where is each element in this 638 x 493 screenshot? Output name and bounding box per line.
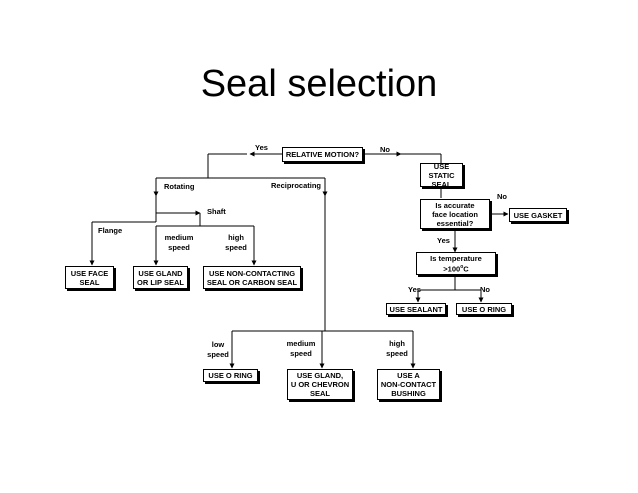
temperature-degree: o xyxy=(460,263,464,270)
high-speed-reciprocating-label: high speed xyxy=(386,339,408,358)
non-contacting-seal-box: USE NON-CONTACTING SEAL OR CARBON SEAL xyxy=(203,266,301,289)
low-speed-label: low speed xyxy=(207,340,229,359)
rotating-label: Rotating xyxy=(164,182,195,191)
high-speed-rotating-label: high speed xyxy=(225,233,247,252)
temperature-unit: C xyxy=(463,264,469,274)
o-ring-right-box: USE O RING xyxy=(456,303,512,315)
temperature-box: Is temperature >100oC xyxy=(416,252,496,275)
face-seal-box: USE FACE SEAL xyxy=(65,266,114,289)
flange-label: Flange xyxy=(98,226,123,235)
relative-motion-box: RELATIVE MOTION? xyxy=(282,147,363,162)
sealant-box: USE SEALANT xyxy=(386,303,446,315)
o-ring-bottom-box: USE O RING xyxy=(203,369,258,382)
temperature-text: Is temperature >100 xyxy=(430,253,482,274)
face-location-box: Is accurate face location essential? xyxy=(420,199,490,229)
temperature-label: Is temperature >100oC xyxy=(430,253,482,274)
medium-speed-reciprocating-label: medium speed xyxy=(286,339,316,358)
gland-lip-seal-box: USE GLAND OR LIP SEAL xyxy=(133,266,188,289)
yes-label-temp: Yes xyxy=(408,285,421,294)
slide-title: Seal selection xyxy=(200,63,438,105)
no-label-gasket: No xyxy=(497,192,507,201)
shaft-label: Shaft xyxy=(207,207,226,216)
non-contact-bushing-box: USE A NON-CONTACT BUSHING xyxy=(377,369,440,400)
yes-label-face: Yes xyxy=(437,236,450,245)
reciprocating-label: Reciprocating xyxy=(271,181,322,190)
medium-speed-rotating-label: medium speed xyxy=(164,233,194,252)
no-label-motion: No xyxy=(380,145,390,154)
static-seal-box: USE STATIC SEAL xyxy=(420,162,463,189)
yes-label-motion: Yes xyxy=(255,143,268,152)
gasket-box: USE GASKET xyxy=(509,208,567,222)
no-label-temp: No xyxy=(480,285,490,294)
gland-chevron-seal-box: USE GLAND, U OR CHEVRON SEAL xyxy=(287,369,353,400)
